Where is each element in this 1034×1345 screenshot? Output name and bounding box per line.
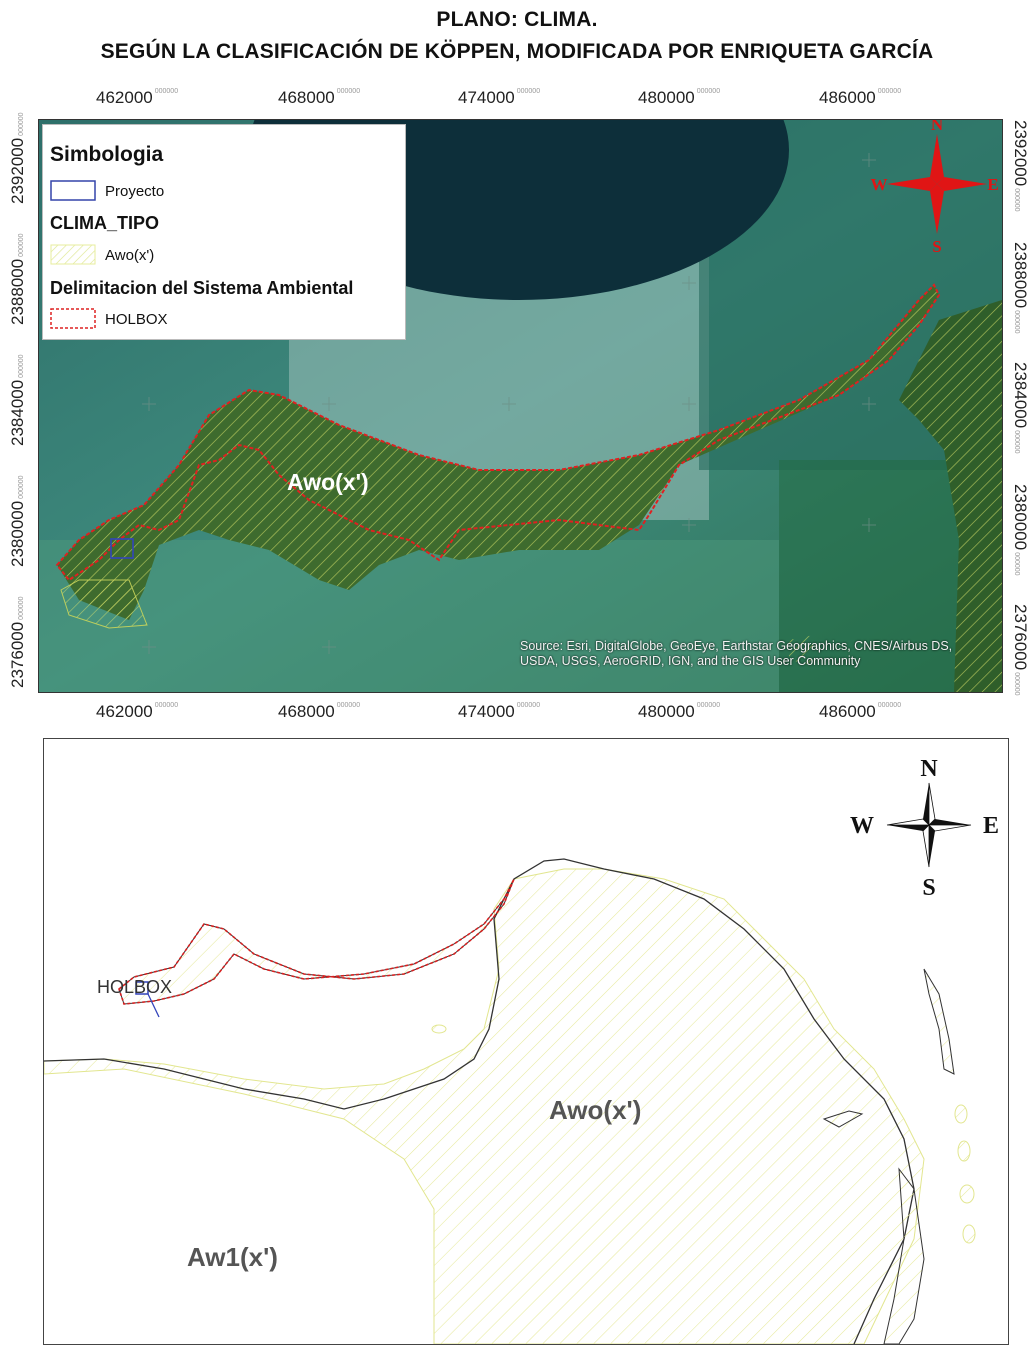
legend-heading-clima: CLIMA_TIPO [50,213,160,233]
compass2-e-label: E [983,813,999,839]
y-coord-right-4: 2380000000000 [1011,484,1030,576]
map-subtitle: SEGÚN LA CLASIFICACIÓN DE KÖPPEN, MODIFI… [100,40,934,63]
legend-label-awo: Awo(x') [105,247,155,264]
legend-label-proyecto: Proyecto [105,183,165,200]
legend-swatch-holbox [50,308,96,329]
basemap-source-credit: Source: Esri, DigitalGlobe, GeoEye, Eart… [520,639,953,668]
place-label-holbox: HOLBOX [97,977,172,997]
climate-label-awo-regional: Awo(x') [549,1095,641,1125]
compass2-w-label: W [850,813,874,839]
y-coord-right-1: 2392000000000 [1011,120,1030,212]
climate-label-aw1: Aw1(x') [187,1242,278,1272]
legend-swatch-proyecto [50,180,96,201]
y-coord-left-4: 2380000000000 [8,475,27,567]
y-coord-left-5: 2376000000000 [8,596,27,688]
y-coord-left-3: 2384000000000 [8,354,27,446]
legend-label-holbox: HOLBOX [105,311,168,328]
y-coord-right-3: 2384000000000 [1011,362,1030,454]
y-coord-right-2: 2388000000000 [1011,242,1030,334]
satellite-map-frame[interactable]: N S W E Awo(x') Simbologia Proyecto CLIM… [38,119,1003,693]
compass-e-label: E [987,175,998,194]
legend-title: Simbologia [50,143,164,166]
y-coord-left-1: 2392000000000 [8,112,27,204]
compass-rose-red: N S W E [871,120,999,256]
regional-map-frame[interactable]: N S W E HOLBOX Awo(x') Aw1(x') [43,738,1009,1345]
compass-n-label: N [931,120,944,134]
legend-swatch-awo [50,244,96,265]
compass-w-label: W [871,175,888,194]
y-coord-left-2: 2388000000000 [8,233,27,325]
regional-map: N S W E HOLBOX Awo(x') Aw1(x') [44,756,999,1344]
compass-rose-black: N S W E [850,756,999,901]
y-coord-right-5: 2376000000000 [1011,604,1030,696]
compass2-s-label: S [922,875,935,901]
compass-s-label: S [932,237,941,256]
compass2-n-label: N [920,756,938,782]
climate-label-awo: Awo(x') [287,469,369,495]
satellite-map: N S W E Awo(x') [39,120,1002,692]
legend-heading-delimitacion: Delimitacion del Sistema Ambiental [50,278,354,298]
legend-panel: Simbologia Proyecto CLIMA_TIPO Awo(x') D… [42,124,406,340]
map-title: PLANO: CLIMA. [436,8,598,31]
